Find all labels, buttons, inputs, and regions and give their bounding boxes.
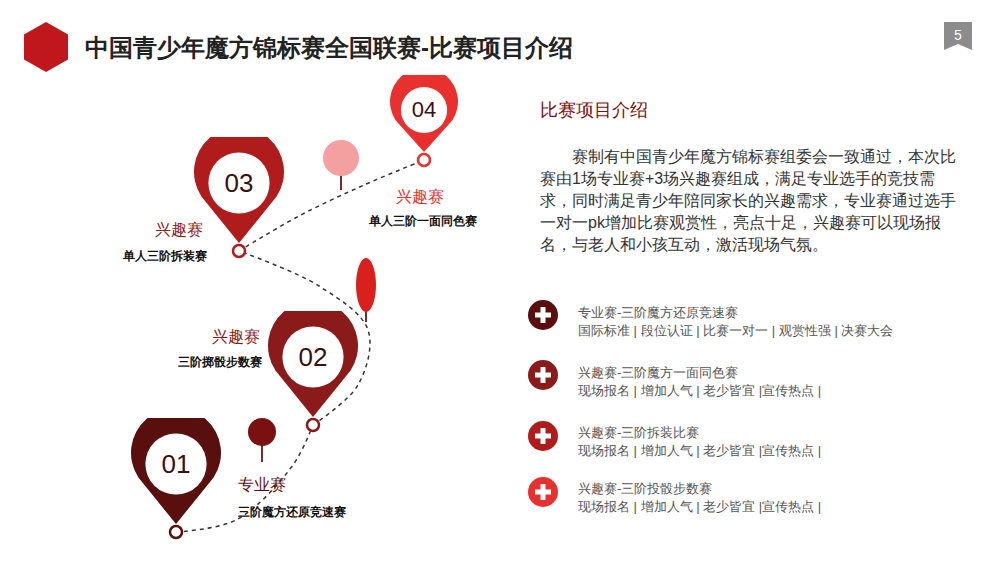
list-title: 兴趣赛-三阶拆装比赛 — [578, 425, 699, 441]
tree-crown — [323, 140, 359, 176]
map-pin: 04 — [389, 75, 459, 168]
stage-type: 兴趣赛 — [212, 327, 260, 346]
page-number: 5 — [954, 27, 962, 44]
pin-number: 03 — [193, 137, 285, 229]
pin-number: 04 — [389, 75, 459, 145]
pin-number: 02 — [267, 311, 359, 403]
stage-type: 兴趣赛 — [155, 220, 203, 239]
map-pin: 02 — [267, 311, 359, 433]
list-title: 兴趣赛-三阶魔方一面同色赛 — [578, 365, 738, 381]
stage-type: 专业赛 — [238, 475, 286, 494]
pin-shape — [193, 137, 285, 259]
section-heading: 比赛项目介绍 — [540, 100, 648, 122]
tree-crown — [248, 418, 276, 446]
list-icons — [528, 300, 558, 507]
pin-number: 01 — [130, 418, 222, 510]
tree-crown — [356, 258, 376, 312]
stage-name: 三阶掷骰步数赛 — [178, 355, 262, 369]
list-tags: 现场报名 | 增加人气 | 老少皆宜 |宣传热点 | — [578, 499, 821, 515]
stage-name: 单人三阶拆装赛 — [123, 249, 207, 263]
list-title: 兴趣赛-三阶投骰步数赛 — [578, 481, 712, 497]
page-tab — [944, 22, 972, 50]
stage-type: 兴趣赛 — [396, 187, 444, 206]
page-title: 中国青少年魔方锦标赛全国联赛-比赛项目介绍 — [85, 32, 573, 64]
title-hexagon — [24, 22, 68, 72]
list-title: 专业赛-三阶魔方还原竞速赛 — [578, 305, 738, 321]
stage-name: 三阶魔方还原竞速赛 — [238, 505, 346, 519]
pin-shape — [267, 311, 359, 433]
intro-paragraph: 赛制有中国青少年魔方锦标赛组委会一致通过，本次比赛由1场专业赛+3场兴趣赛组成，… — [540, 146, 958, 256]
map-pin: 03 — [193, 137, 285, 259]
list-tags: 现场报名 | 增加人气 | 老少皆宜 |宣传热点 | — [578, 383, 821, 399]
stage-name: 单人三阶一面同色赛 — [369, 214, 477, 228]
map-pin: 01 — [130, 418, 222, 540]
list-tags: 现场报名 | 增加人气 | 老少皆宜 |宣传热点 | — [578, 443, 821, 459]
pin-shape — [130, 418, 222, 540]
list-tags: 国际标准 | 段位认证 | 比赛一对一 | 观赏性强 | 决赛大会 — [578, 323, 893, 339]
